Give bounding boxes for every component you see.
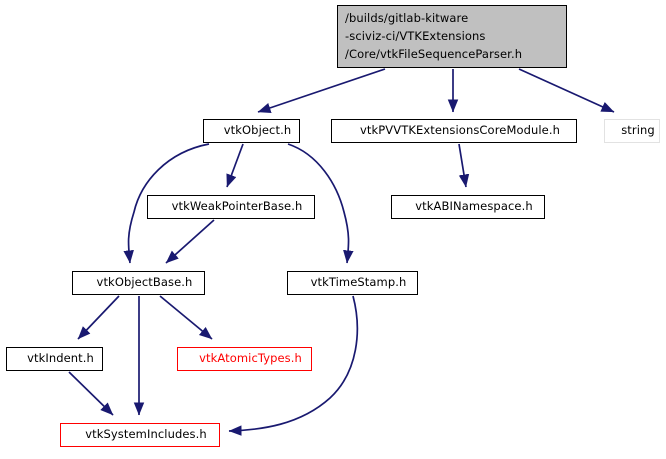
- edge-vtkobjectbase-to-vtkatomictypes: [159, 295, 213, 340]
- node-label: string: [621, 123, 655, 138]
- node-vtkweakpointerbase[interactable]: vtkWeakPointerBase.h: [147, 195, 315, 219]
- node-label-line: /builds/gitlab-kitware: [345, 11, 469, 26]
- edge-vtkweakpointerbase-to-vtkobjectbase: [165, 219, 215, 264]
- edge-vtkobject-to-vtkweakpointerbase: [226, 143, 244, 188]
- node-vtkpvvtkextensionscoremodule[interactable]: vtkPVVTKExtensionsCoreModule.h: [331, 119, 577, 143]
- edge-vtkobjectbase-to-vtkindent: [77, 295, 120, 340]
- node-vtkobjectbase[interactable]: vtkObjectBase.h: [72, 271, 205, 295]
- edge-root-to-vtkobject: [257, 68, 386, 113]
- node-label: vtkTimeStamp.h: [310, 275, 407, 290]
- node-label: vtkSystemIncludes.h: [85, 427, 207, 442]
- node-label-line: /Core/vtkFileSequenceParser.h: [345, 47, 523, 62]
- edge-vtktimestamp-to-vtksystemincludes: [228, 295, 359, 436]
- node-label: vtkObjectBase.h: [96, 275, 193, 290]
- edge-vtkpvvtkextensionscoremodule-to-vtkabinamespace: [458, 143, 470, 188]
- node-string[interactable]: string: [604, 119, 660, 143]
- node-vtktimestamp[interactable]: vtkTimeStamp.h: [287, 271, 418, 295]
- node-label-line: -sciviz-ci/VTKExtensions: [345, 29, 486, 44]
- node-vtkabinamespace[interactable]: vtkABINamespace.h: [391, 195, 545, 219]
- node-label: vtkWeakPointerBase.h: [171, 199, 303, 214]
- edge-vtkobject-to-vtktimestamp: [287, 143, 354, 264]
- node-label: vtkAtomicTypes.h: [199, 351, 302, 366]
- node-label: vtkABINamespace.h: [415, 199, 533, 214]
- node-root-file[interactable]: /builds/gitlab-kitware -sciviz-ci/VTKExt…: [337, 5, 567, 68]
- node-label: vtkObject.h: [223, 123, 292, 138]
- node-vtkobject[interactable]: vtkObject.h: [203, 119, 300, 143]
- node-vtkatomictypes[interactable]: vtkAtomicTypes.h: [177, 347, 312, 371]
- node-vtkindent[interactable]: vtkIndent.h: [6, 347, 103, 371]
- edge-vtkindent-to-vtksystemincludes: [68, 371, 114, 416]
- node-label: vtkIndent.h: [27, 351, 94, 366]
- node-label: vtkPVVTKExtensionsCoreModule.h: [359, 123, 561, 138]
- node-vtksystemincludes[interactable]: vtkSystemIncludes.h: [60, 423, 220, 447]
- edge-root-to-string: [518, 68, 615, 113]
- edge-vtkobject-to-vtkobjectbase: [123, 143, 210, 264]
